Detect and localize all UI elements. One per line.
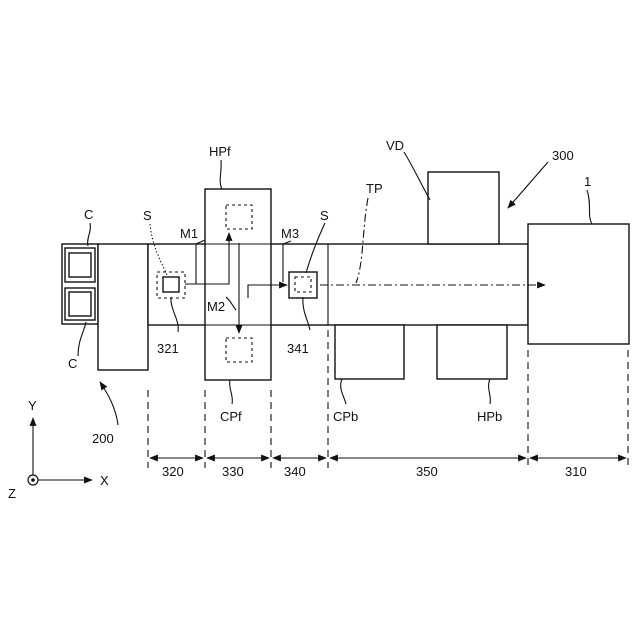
label-axis-y: Y [28, 398, 37, 413]
leader-hpf [220, 160, 222, 189]
dimension-350: 350 [416, 464, 438, 479]
label-tp: TP [366, 181, 383, 196]
label-m1: M1 [180, 226, 198, 241]
cpb-block [335, 325, 404, 379]
dimension-310: 310 [565, 464, 587, 479]
label-1: 1 [584, 174, 591, 189]
label-c-top: C [84, 207, 93, 222]
dimension-340: 340 [284, 464, 306, 479]
substrate-341-frame [289, 272, 317, 298]
dimension-320: 320 [162, 464, 184, 479]
dimension-330: 330 [222, 464, 244, 479]
block-1 [528, 224, 629, 344]
label-m2: M2 [207, 299, 225, 314]
label-cpf: CPf [220, 409, 242, 424]
label-m3: M3 [281, 226, 299, 241]
label-300: 300 [552, 148, 574, 163]
label-hpf: HPf [209, 144, 231, 159]
vd-block [428, 172, 499, 244]
label-341: 341 [287, 341, 309, 356]
leader-c-top [88, 223, 91, 246]
label-axis-z: Z [8, 486, 16, 501]
label-vd: VD [386, 138, 404, 153]
label-321: 321 [157, 341, 179, 356]
leader-hpb [489, 379, 491, 404]
hpb-block [437, 325, 507, 379]
carrier-stack [62, 244, 98, 324]
leader-1 [587, 190, 592, 224]
label-cpb: CPb [333, 409, 358, 424]
label-c-bottom: C [68, 356, 77, 371]
label-axis-x: X [100, 473, 109, 488]
label-hpb: HPb [477, 409, 502, 424]
leader-cpb [341, 379, 346, 404]
label-s-right: S [320, 208, 329, 223]
arrow-200 [100, 382, 118, 425]
leader-vd [404, 152, 430, 200]
leader-cpf [230, 380, 233, 404]
indexer-block-200 [98, 244, 148, 370]
arrow-300 [508, 162, 548, 208]
leader-c-bottom [78, 322, 86, 356]
label-s-left: S [143, 208, 152, 223]
label-200: 200 [92, 431, 114, 446]
substrate-321 [163, 277, 179, 292]
coordinate-axes [28, 418, 92, 485]
